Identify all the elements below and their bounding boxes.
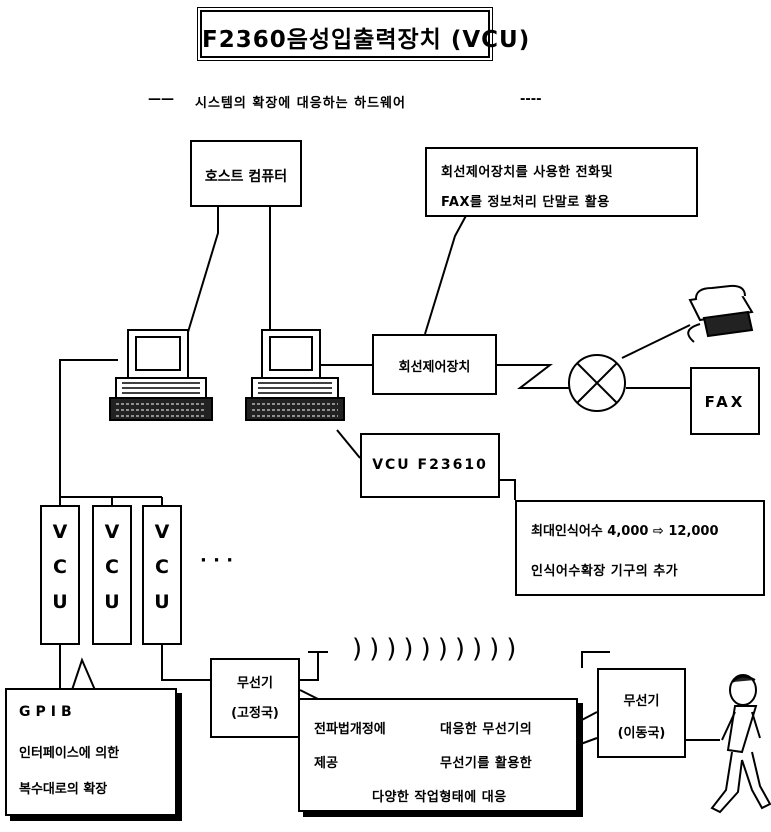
note-callout-line — [425, 212, 468, 334]
recognition-note: 최대인식어수 4,000 ⇨ 12,000 인식어수확장 기구의 추가 — [515, 500, 765, 596]
subtitle-right-dash: ---- — [520, 92, 542, 107]
exchange-icon — [569, 355, 625, 411]
vcu-f23610-label: VCU F23610 — [362, 457, 498, 473]
fixed-antenna — [300, 652, 328, 680]
title-box: F2360음성입출력장치 (VCU) — [200, 10, 490, 58]
radio-mobile-line1: 무선기 — [599, 690, 684, 709]
radio-note-line3: 다양한 작업형태에 대응 — [372, 786, 507, 805]
radio-fixed-box: 무선기 (고정국) — [210, 658, 300, 738]
radio-note-line1-left: 전파법개정에 — [314, 718, 386, 737]
vcu-to-recognition-line — [500, 480, 515, 500]
host-computer-label: 호스트 컴퓨터 — [192, 166, 300, 186]
vcu-letter: U — [94, 585, 130, 620]
pc1-to-vcu-line — [60, 360, 118, 505]
mobile-antenna — [582, 652, 610, 668]
vcu-letter: C — [42, 550, 78, 585]
exchange-to-phone-line — [622, 325, 690, 358]
fax-label: FAX — [692, 393, 758, 411]
radio-note-line1-right: 대응한 무선기의 — [440, 718, 532, 737]
line-control-note: 회선제어장치를 사용한 전화및 FAX를 정보처리 단말로 활용 — [425, 147, 698, 217]
line-control-to-exchange-line — [497, 365, 573, 388]
vcu-letter: V — [144, 515, 180, 550]
radio-law-note: 전파법개정에 대응한 무선기의 제공 무선기를 활용한 다양한 작업형태에 대응 — [298, 698, 578, 812]
gpib-note-line1: GPIB — [19, 704, 77, 720]
gpib-note-line2: 인터페이스에 의한 — [19, 742, 119, 761]
page-title: F2360음성입출력장치 (VCU) — [202, 20, 488, 54]
pc2-to-vcu-line — [337, 430, 360, 458]
subtitle-left-dash: —— — [148, 92, 174, 107]
vcu-unit: V C U — [40, 505, 80, 645]
subtitle: 시스템의 확장에 대응하는 하드웨어 — [195, 92, 406, 111]
line-control-label: 회선제어장치 — [374, 356, 495, 375]
line-control-box: 회선제어장치 — [372, 334, 497, 395]
person-icon — [712, 675, 770, 812]
telephone-icon — [688, 286, 752, 342]
computer-icon — [110, 330, 212, 420]
line-control-note-line2: FAX를 정보처리 단말로 활용 — [441, 191, 610, 210]
host-computer-box: 호스트 컴퓨터 — [190, 140, 302, 207]
vcu-letter: C — [94, 550, 130, 585]
radio-note-line2-right: 무선기를 활용한 — [440, 752, 532, 771]
radio-mobile-box: 무선기 (이동국) — [597, 668, 686, 758]
radio-fixed-line2: (고정국) — [212, 702, 298, 721]
radio-note-line2-left: 제공 — [314, 752, 338, 771]
vcu-to-radio-line — [162, 645, 210, 680]
host-to-pc1-line — [185, 207, 218, 342]
fax-box: FAX — [690, 367, 760, 435]
gpib-note-line3: 복수대로의 확장 — [19, 778, 107, 797]
radio-mobile-line2: (이동국) — [599, 722, 684, 741]
recognition-note-line1: 최대인식어수 4,000 ⇨ 12,000 — [531, 520, 719, 539]
radio-waves: )))))))))) — [352, 634, 523, 664]
vcu-letter: U — [144, 585, 180, 620]
ellipsis: · · · — [200, 550, 233, 571]
vcu-f23610-box: VCU F23610 — [360, 433, 500, 498]
line-control-note-line1: 회선제어장치를 사용한 전화및 — [441, 161, 613, 180]
vcu-letter: V — [94, 515, 130, 550]
recognition-note-line2: 인식어수확장 기구의 추가 — [531, 560, 678, 579]
radio-fixed-line1: 무선기 — [212, 672, 298, 691]
vcu-letter: C — [144, 550, 180, 585]
gpib-callout-line — [60, 645, 120, 690]
gpib-note: GPIB 인터페이스에 의한 복수대로의 확장 — [5, 688, 177, 816]
vcu-letter: U — [42, 585, 78, 620]
computer-icon — [246, 330, 344, 420]
vcu-unit: V C U — [92, 505, 132, 645]
vcu-letter: V — [42, 515, 78, 550]
radio-note-right-lines — [578, 712, 597, 745]
vcu-unit: V C U — [142, 505, 182, 645]
